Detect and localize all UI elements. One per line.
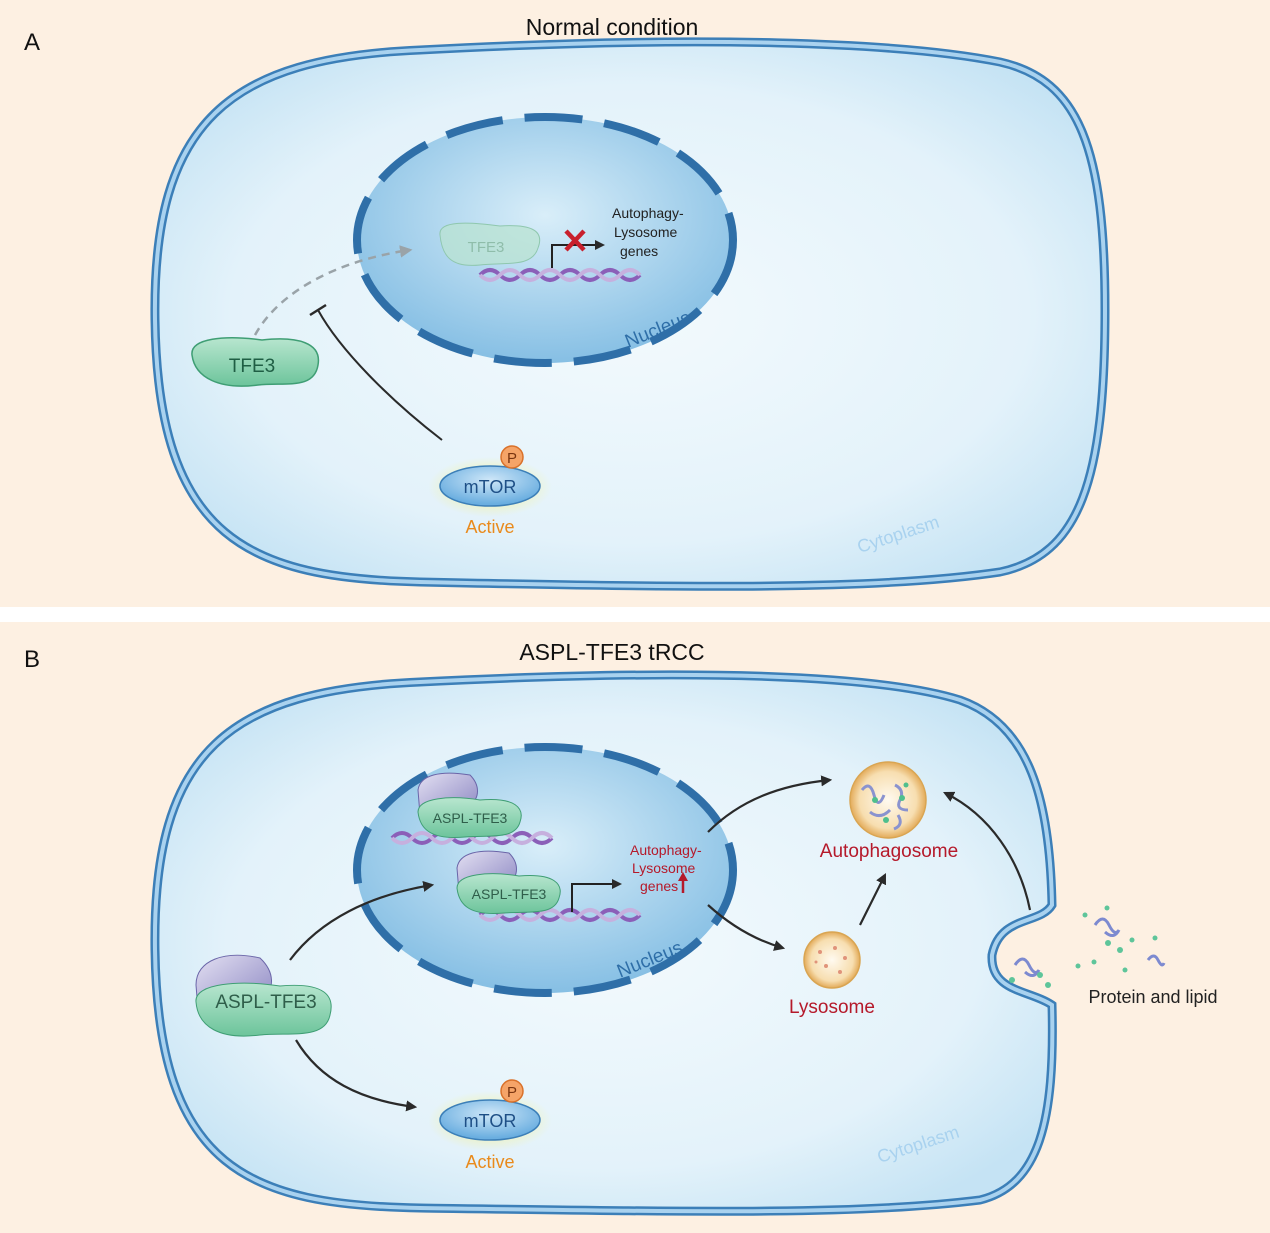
nuclear-envelope-a <box>353 113 737 367</box>
translocation-arrow-a <box>253 245 413 336</box>
inhibition-line <box>317 309 443 441</box>
transcription-arrow-a <box>551 240 605 268</box>
protein-lipid-cargo <box>1009 905 1166 988</box>
cell-membrane-b-inner <box>152 672 1055 1214</box>
mtor-state-b: Active <box>465 1152 514 1172</box>
phosphate-label-a: P <box>507 450 517 467</box>
autophagosome <box>849 761 927 839</box>
tfe3-nucleus-faded <box>439 222 541 266</box>
arrow-to-nucleus <box>289 880 435 961</box>
genes-label-b: Autophagy- Lysosome genes <box>630 842 706 894</box>
upregulated-arrowhead <box>678 872 688 881</box>
panel-b: B ASPL-TFE3 tRCC Nucleus ASPL-TFE3 ASPL-… <box>24 639 1218 1216</box>
mtor-label-a: mTOR <box>464 477 517 497</box>
lysosome-dots <box>814 946 847 974</box>
autophagosome-label: Autophagosome <box>820 841 958 862</box>
phosphate-label-b: P <box>507 1084 517 1101</box>
phosphate-a <box>500 445 524 469</box>
blocked-x-icon <box>564 229 586 252</box>
arrow-to-mtor <box>295 1039 418 1112</box>
panel-a-title: Normal condition <box>526 14 699 40</box>
panel-a-letter: A <box>24 29 40 56</box>
transcription-arrow-b <box>571 879 622 912</box>
cell-membrane-a-inner <box>152 39 1108 589</box>
panel-b-letter: B <box>24 646 40 673</box>
lysosome <box>803 931 861 989</box>
arrow-endocytosis-to-autophagosome <box>943 791 1032 911</box>
autophagosome-dots <box>872 782 909 823</box>
panel-a: A Normal condition Nucleus TFE3 Autophag… <box>24 14 1110 591</box>
fusion-nucleus-2: ASPL-TFE3 <box>456 850 561 915</box>
fusion-nucleus-1-label: ASPL-TFE3 <box>433 810 508 826</box>
mtor-state-a: Active <box>465 517 514 537</box>
tfe3-nucleus-label: TFE3 <box>468 239 505 256</box>
inhibition-bar <box>309 303 327 317</box>
fusion-nucleus-1: ASPL-TFE3 <box>417 772 522 839</box>
mtor-a <box>439 465 541 507</box>
arrow-to-lysosome <box>707 904 786 951</box>
genes-label-a: Autophagy- Lysosome genes <box>612 205 688 259</box>
arrow-to-autophagosome <box>707 775 833 833</box>
phosphate-b <box>500 1079 524 1103</box>
mtor-b <box>439 1099 541 1141</box>
pathway-arrows <box>289 775 1032 1112</box>
protein-lipid-label: Protein and lipid <box>1088 987 1217 1007</box>
mtor-label-b: mTOR <box>464 1111 517 1131</box>
nuclear-envelope-b <box>353 743 737 997</box>
nucleus-a <box>357 117 733 363</box>
fusion-cytoplasm: ASPL-TFE3 <box>195 954 332 1037</box>
panel-b-title: ASPL-TFE3 tRCC <box>519 639 704 665</box>
lysosome-label: Lysosome <box>789 997 875 1018</box>
arrow-lysosome-to-autophagosome <box>859 873 886 926</box>
tfe3-cytoplasm <box>191 337 320 387</box>
dna-b-upper <box>390 831 554 845</box>
fusion-cytoplasm-label: ASPL-TFE3 <box>215 992 316 1013</box>
dna-a <box>478 268 642 282</box>
tfe3-cytoplasm-label: TFE3 <box>229 356 275 377</box>
fusion-nucleus-2-label: ASPL-TFE3 <box>472 886 547 902</box>
